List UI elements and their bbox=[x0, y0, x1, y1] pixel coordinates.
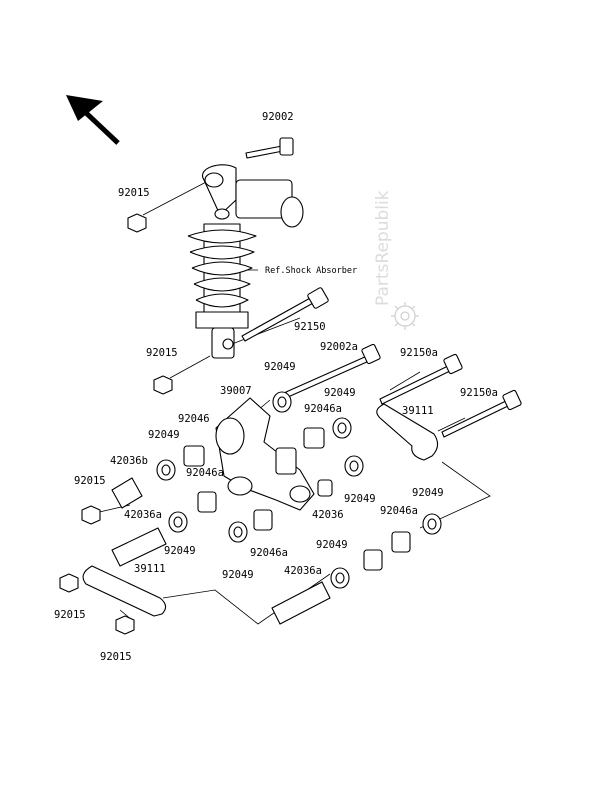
callout-92049: 92049 bbox=[316, 539, 348, 551]
watermark-text: PartsRepublik bbox=[373, 190, 393, 306]
callout-92049: 92049 bbox=[344, 493, 376, 505]
callout-92015: 92015 bbox=[54, 609, 86, 621]
callout-92049: 92049 bbox=[264, 361, 296, 373]
callout-92046a: 92046a bbox=[304, 403, 342, 415]
washers bbox=[156, 391, 442, 589]
callout-92002: 92002 bbox=[262, 111, 294, 123]
nuts bbox=[59, 213, 173, 635]
callout-92150a: 92150a bbox=[460, 387, 498, 399]
callout-92015: 92015 bbox=[74, 475, 106, 487]
callout-92150: 92150 bbox=[294, 321, 326, 333]
callout-92049: 92049 bbox=[148, 429, 180, 441]
watermark: PartsRepublik bbox=[373, 190, 419, 330]
callout-92049: 92049 bbox=[324, 387, 356, 399]
callout-92046a: 92046a bbox=[186, 467, 224, 479]
callout-42036a: 42036a bbox=[284, 565, 322, 577]
front-direction-arrow-icon bbox=[66, 95, 120, 145]
callout-92049: 92049 bbox=[222, 569, 254, 581]
callout-92015: 92015 bbox=[118, 187, 150, 199]
callout-92049: 92049 bbox=[164, 545, 196, 557]
gear-icon bbox=[391, 302, 419, 330]
callout-39111: 39111 bbox=[134, 563, 166, 575]
collars bbox=[111, 477, 333, 625]
rocker-arm bbox=[215, 397, 315, 511]
callout-92015: 92015 bbox=[100, 651, 132, 663]
callout-92049: 92049 bbox=[412, 487, 444, 499]
callout-39111: 39111 bbox=[402, 405, 434, 417]
callout-42036: 42036 bbox=[312, 509, 344, 521]
callout-92046a: 92046a bbox=[380, 505, 418, 517]
tie-rods bbox=[82, 403, 439, 617]
part-number-callouts: 92002 92015 92150 92015 92002a 92150a 92… bbox=[54, 111, 498, 663]
callout-92046a: 92046a bbox=[250, 547, 288, 559]
callout-92046: 92046 bbox=[178, 413, 210, 425]
callout-39007: 39007 bbox=[220, 385, 252, 397]
callout-42036b: 42036b bbox=[110, 455, 148, 467]
callout-92002a: 92002a bbox=[320, 341, 358, 353]
callout-92015: 92015 bbox=[146, 347, 178, 359]
bolts bbox=[241, 137, 522, 438]
callout-92150a: 92150a bbox=[400, 347, 438, 359]
callout-42036a: 42036a bbox=[124, 509, 162, 521]
bearings bbox=[183, 427, 411, 571]
shock-absorber: Ref.Shock Absorber bbox=[187, 164, 357, 359]
reference-note: Ref.Shock Absorber bbox=[265, 266, 357, 276]
